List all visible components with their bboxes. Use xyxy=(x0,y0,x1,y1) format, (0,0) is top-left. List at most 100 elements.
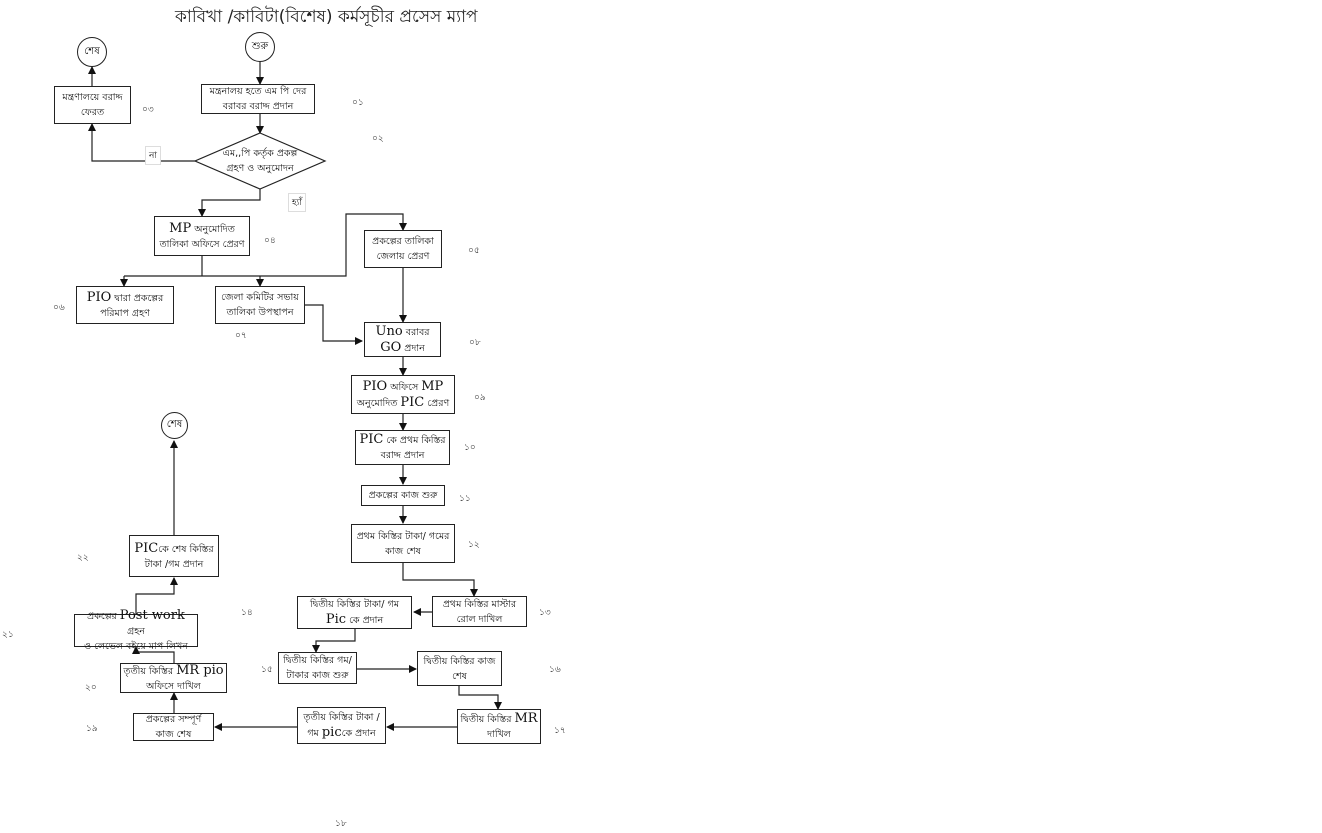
step-number: ১৬ xyxy=(549,665,561,675)
start-label: শুরু xyxy=(251,40,269,52)
step-16-box: দ্বিতীয় কিস্তির কাজ শেষ xyxy=(417,651,502,686)
step-number: ১০ xyxy=(464,443,476,453)
step-13-box: প্রথম কিস্তির মাস্টার রোল দাখিল xyxy=(432,596,527,627)
step-text: গম xyxy=(307,728,322,739)
step-20-box: তৃতীয় কিস্তির MR pio অফিসে দাখিল xyxy=(120,663,227,693)
step-text: কাজ শেষ xyxy=(155,729,192,740)
step-text: তৃতীয় কিস্তির টাকা / xyxy=(303,712,380,723)
decision-yes-label: হ্যাঁ xyxy=(288,193,306,212)
step-text: বরাবর xyxy=(402,326,430,338)
step-text-big: PIC xyxy=(359,432,384,447)
step-text: শেষ xyxy=(452,670,467,682)
step-10-box: PIC কে প্রথম কিস্তির বরাদ্দ প্রদান xyxy=(355,430,450,465)
step-text: দ্বারা প্রকল্পের xyxy=(111,292,164,304)
step-text-big: MP xyxy=(421,378,444,394)
step-14-box: দ্বিতীয় কিস্তির টাকা/ গম Pic কে প্রদান xyxy=(297,596,412,629)
step-text: কে প্রদান xyxy=(346,615,384,626)
step-number: ১১ xyxy=(459,494,471,504)
step-number: ০৩ xyxy=(142,105,154,115)
step-text: পরিমাপ গ্রহণ xyxy=(100,307,150,319)
step-text: প্রকল্পের সম্পূর্ণ xyxy=(145,714,202,725)
step-text-big: MR xyxy=(514,711,538,726)
step-text: প্রথম কিস্তির টাকা/ গমের xyxy=(356,530,450,542)
step-text: অফিসে দাখিল xyxy=(146,680,201,692)
step-11-box: প্রকল্পের কাজ শুরু xyxy=(361,485,445,506)
step-text: দ্বিতীয় কিস্তির গম/ xyxy=(283,655,352,666)
step-text-big: PIC xyxy=(134,540,159,556)
step-number: ০৬ xyxy=(53,303,65,313)
step-text: কে প্রথম কিস্তির xyxy=(383,435,446,446)
step-number: ০২ xyxy=(372,134,384,144)
step-21-box: প্রকল্পের Post work গ্রহন ও লেভেল বইয়ে … xyxy=(74,608,198,652)
step-number: ১২ xyxy=(468,540,480,550)
end-terminal-bottom: শেষ xyxy=(161,412,188,439)
step-text: অনুমোদিত xyxy=(191,223,235,235)
step-09-box: PIO অফিসে MP অনুমোদিত PIC প্রেরণ xyxy=(351,375,455,414)
step-text-big: Post work xyxy=(119,607,185,623)
step-text: টাকার কাজ শুরু xyxy=(286,670,349,681)
step-text-big: PIC xyxy=(400,394,425,410)
step-text-big: MP xyxy=(169,220,192,236)
step-text: জেলা কমিটির সভায় xyxy=(221,292,299,303)
step-text: প্রকল্পের কাজ শুরু xyxy=(368,490,438,501)
step-number: ০৪ xyxy=(264,236,276,246)
step-text: জেলায় প্রেরণ xyxy=(376,251,430,262)
step-text: তালিকা অফিসে প্রেরণ xyxy=(159,238,245,250)
step-text: রোল দাখিল xyxy=(456,613,503,625)
step-22-box: PICকে শেষ কিস্তির টাকা /গম প্রদান xyxy=(129,535,219,577)
step-text: প্রকল্পের xyxy=(87,610,120,622)
step-text: গ্রহণ ও অনুমোদন xyxy=(226,163,294,174)
step-text-big: MR pio xyxy=(176,662,224,678)
step-text: কাজ শেষ xyxy=(385,545,421,557)
connector xyxy=(198,189,261,217)
step-number: ০৮ xyxy=(469,338,481,348)
step-text: প্রথম কিস্তির মাস্টার xyxy=(442,598,517,610)
step-number: ০৫ xyxy=(468,246,480,256)
step-15-box: দ্বিতীয় কিস্তির গম/ টাকার কাজ শুরু xyxy=(278,652,357,684)
connector xyxy=(88,123,195,162)
step-text: মন্ত্রণালয়ে বরাদ্দ xyxy=(62,92,123,103)
connector xyxy=(402,563,478,597)
step-06-box: PIO দ্বারা প্রকল্পের পরিমাপ গ্রহণ xyxy=(76,286,174,324)
step-text: কে শেষ কিস্তির xyxy=(158,543,214,555)
step-number: ১৩ xyxy=(539,608,551,618)
step-text: বরাদ্দ প্রদান xyxy=(380,450,425,461)
connector xyxy=(312,628,356,653)
step-17-box: দ্বিতীয় কিস্তির MR দাখিল xyxy=(457,709,541,744)
step-number: ২০ xyxy=(85,683,97,693)
connector xyxy=(305,304,363,345)
end-terminal-top: শেষ xyxy=(77,37,107,67)
step-text: অনুমোদিত xyxy=(356,397,401,409)
step-text: দাখিল xyxy=(487,729,511,740)
step-text: মন্ত্রনালয় হতে এম পি দের xyxy=(209,86,307,97)
decision-diamond xyxy=(193,132,327,190)
step-number: ০১ xyxy=(352,98,364,108)
decision-text: এম,,পি কর্তৃক প্রকল্প গ্রহণ ও অনুমোদন xyxy=(205,146,315,176)
step-text: গ্রহন xyxy=(127,625,145,637)
start-terminal: শুরু xyxy=(245,32,275,62)
step-text: দ্বিতীয় কিস্তির টাকা/ গম xyxy=(309,599,400,610)
step-text: কে প্রদান xyxy=(341,728,376,739)
step-text: প্রকল্পের তালিকা xyxy=(372,236,434,247)
step-text-big: pic xyxy=(321,725,342,740)
step-text-big: Uno xyxy=(375,323,403,339)
step-number: ০৭ xyxy=(235,331,247,341)
step-text: বরাবর বরাদ্দ প্রদান xyxy=(222,101,294,112)
step-text: তালিকা উপস্থাপন xyxy=(226,307,294,318)
step-number: ১৭ xyxy=(554,726,566,736)
step-text: ও লেভেল বইয়ে মাপ লিখন xyxy=(84,640,188,652)
step-03-box: মন্ত্রণালয়ে বরাদ্দ ফেরত xyxy=(54,86,131,124)
step-text-big: Pic xyxy=(325,612,347,627)
step-text-big: GO xyxy=(380,339,402,355)
step-number: ০৯ xyxy=(474,393,486,403)
decision-no-label: না xyxy=(145,146,161,165)
step-number: ২১ xyxy=(2,630,14,640)
step-number: ১৪ xyxy=(241,608,253,618)
step-text-big: PIO xyxy=(362,378,388,394)
step-07-box: জেলা কমিটির সভায় তালিকা উপস্থাপন xyxy=(215,286,305,324)
step-01-box: মন্ত্রনালয় হতে এম পি দের বরাবর বরাদ্দ প… xyxy=(201,84,315,114)
end-label: শেষ xyxy=(84,45,100,57)
step-19-box: প্রকল্পের সম্পূর্ণ কাজ শেষ xyxy=(133,713,214,741)
step-number: ১৯ xyxy=(86,724,98,734)
